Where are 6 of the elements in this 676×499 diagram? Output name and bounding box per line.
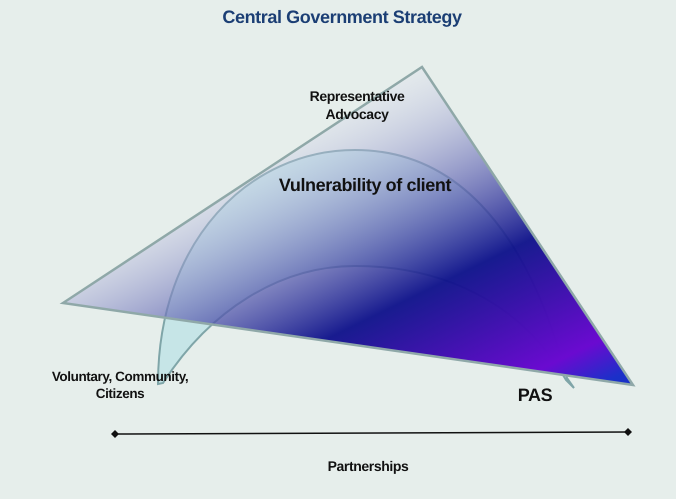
region-label: Vulnerability of client (278, 174, 452, 196)
vertex-label: PAS (516, 384, 554, 406)
axis-label: Partnerships (326, 458, 410, 476)
vertex-label: Central Government Strategy (221, 6, 463, 28)
vertex-label: Voluntary, Community, Citizens (50, 369, 190, 403)
vertex-label: Representative Advocacy (308, 88, 406, 123)
